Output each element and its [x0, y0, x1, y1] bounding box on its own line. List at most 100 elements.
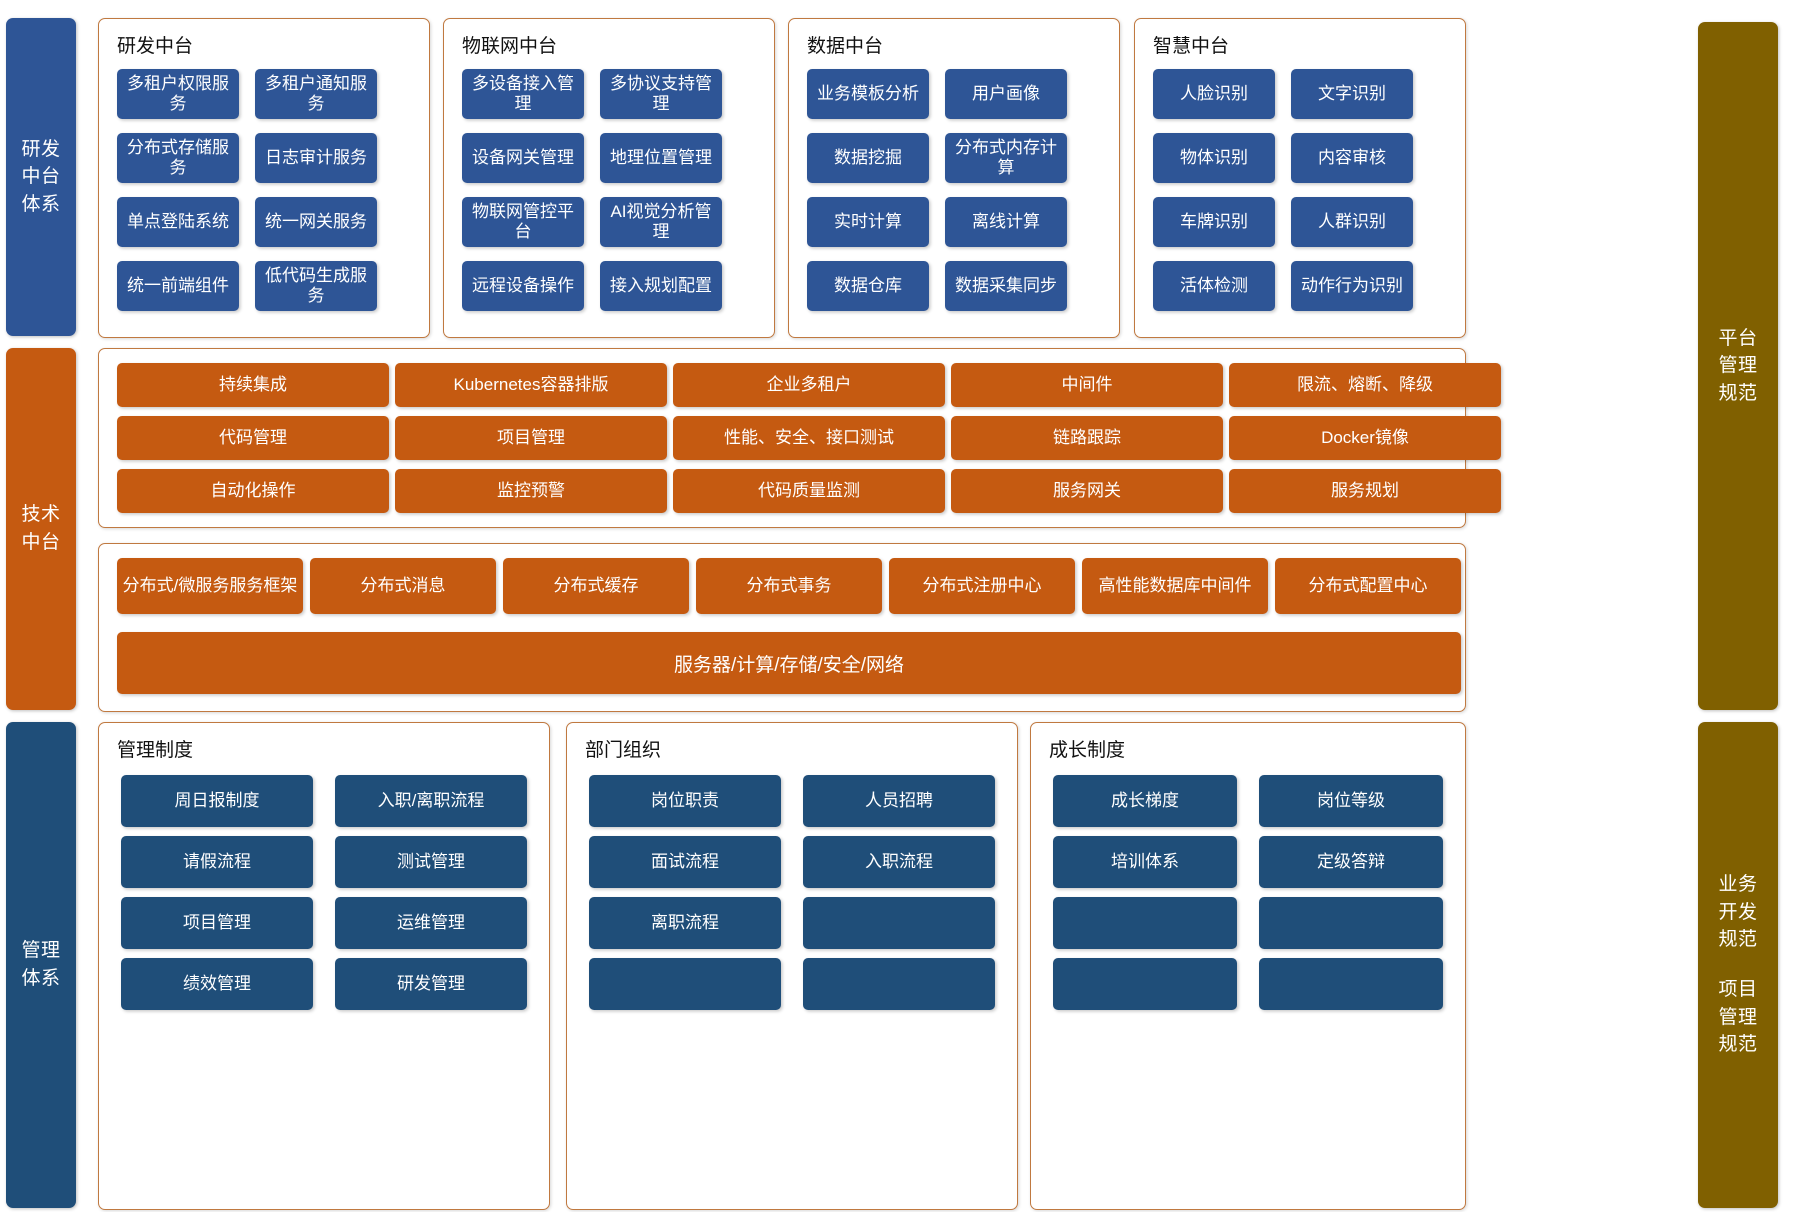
panel-mgmt-system-chip-label-2: 请假流程 — [183, 851, 251, 871]
chip-panel-growth-system-3[interactable]: 定级答辩 — [1259, 836, 1443, 888]
panel-data-mid-chip-label-5: 离线计算 — [972, 211, 1040, 231]
chip-panel-rd-mid-3[interactable]: 日志审计服务 — [255, 133, 377, 183]
distributed-label-3: 分布式事务 — [746, 575, 832, 595]
chip-panel-data-mid-6[interactable]: 数据仓库 — [807, 261, 929, 311]
chip-panel-mgmt-system-4[interactable]: 项目管理 — [121, 897, 313, 949]
chip-panel-rd-mid-5[interactable]: 统一网关服务 — [255, 197, 377, 247]
chip-panel-ai-mid-7[interactable]: 动作行为识别 — [1291, 261, 1413, 311]
chip-panel-data-mid-7[interactable]: 数据采集同步 — [945, 261, 1067, 311]
chip-tech-6[interactable]: 项目管理 — [395, 416, 667, 460]
chip-tech-13[interactable]: 服务网关 — [951, 469, 1223, 513]
chip-distributed-3[interactable]: 分布式事务 — [696, 558, 882, 614]
chip-panel-data-mid-0[interactable]: 业务模板分析 — [807, 69, 929, 119]
chip-panel-mgmt-system-6[interactable]: 绩效管理 — [121, 958, 313, 1010]
chip-panel-dept-org-2[interactable]: 面试流程 — [589, 836, 781, 888]
chip-panel-growth-system-4[interactable] — [1053, 897, 1237, 949]
chip-tech-7[interactable]: 性能、安全、接口测试 — [673, 416, 945, 460]
chip-panel-mgmt-system-1[interactable]: 入职/离职流程 — [335, 775, 527, 827]
chip-panel-growth-system-6[interactable] — [1053, 958, 1237, 1010]
chip-panel-dept-org-3[interactable]: 入职流程 — [803, 836, 995, 888]
chip-panel-data-mid-5[interactable]: 离线计算 — [945, 197, 1067, 247]
chip-panel-mgmt-system-2[interactable]: 请假流程 — [121, 836, 313, 888]
chip-panel-data-mid-1[interactable]: 用户画像 — [945, 69, 1067, 119]
chip-panel-iot-mid-5[interactable]: AI视觉分析管理 — [600, 197, 722, 247]
tech-chip-label-14: 服务规划 — [1331, 480, 1399, 500]
panel-iot-mid-chip-label-3: 地理位置管理 — [610, 147, 712, 167]
chip-panel-dept-org-5[interactable] — [803, 897, 995, 949]
chip-panel-mgmt-system-0[interactable]: 周日报制度 — [121, 775, 313, 827]
chip-panel-growth-system-0[interactable]: 成长梯度 — [1053, 775, 1237, 827]
tech-chip-label-9: Docker镜像 — [1321, 427, 1409, 447]
chip-panel-ai-mid-1[interactable]: 文字识别 — [1291, 69, 1413, 119]
chip-panel-growth-system-1[interactable]: 岗位等级 — [1259, 775, 1443, 827]
panel-growth-system: 成长制度成长梯度岗位等级培训体系定级答辩 — [1030, 722, 1466, 1210]
chip-tech-10[interactable]: 自动化操作 — [117, 469, 389, 513]
chip-tech-0[interactable]: 持续集成 — [117, 363, 389, 407]
panel-iot-mid-title: 物联网中台 — [462, 36, 558, 57]
panel-ai-mid-chip-label-7: 动作行为识别 — [1301, 275, 1403, 295]
chip-panel-rd-mid-2[interactable]: 分布式存储服务 — [117, 133, 239, 183]
chip-panel-iot-mid-3[interactable]: 地理位置管理 — [600, 133, 722, 183]
chip-panel-data-mid-2[interactable]: 数据挖掘 — [807, 133, 929, 183]
chip-panel-data-mid-3[interactable]: 分布式内存计算 — [945, 133, 1067, 183]
chip-panel-dept-org-7[interactable] — [803, 958, 995, 1010]
chip-tech-1[interactable]: Kubernetes容器排版 — [395, 363, 667, 407]
tech-chip-label-10: 自动化操作 — [210, 480, 296, 500]
panel-mgmt-system-chip-label-5: 运维管理 — [397, 912, 465, 932]
chip-distributed-6[interactable]: 分布式配置中心 — [1275, 558, 1461, 614]
chip-panel-rd-mid-0[interactable]: 多租户权限服务 — [117, 69, 239, 119]
panel-dept-org-chip-label-1: 人员招聘 — [865, 790, 933, 810]
chip-panel-growth-system-7[interactable] — [1259, 958, 1443, 1010]
chip-panel-ai-mid-3[interactable]: 内容审核 — [1291, 133, 1413, 183]
chip-distributed-1[interactable]: 分布式消息 — [310, 558, 496, 614]
chip-panel-rd-mid-6[interactable]: 统一前端组件 — [117, 261, 239, 311]
panel-dept-org: 部门组织岗位职责人员招聘面试流程入职流程离职流程 — [566, 722, 1018, 1210]
panel-mgmt-system-chip-label-4: 项目管理 — [183, 912, 251, 932]
chip-panel-iot-mid-4[interactable]: 物联网管控平台 — [462, 197, 584, 247]
chip-tech-11[interactable]: 监控预警 — [395, 469, 667, 513]
chip-distributed-5[interactable]: 高性能数据库中间件 — [1082, 558, 1268, 614]
chip-panel-iot-mid-2[interactable]: 设备网关管理 — [462, 133, 584, 183]
panel-data-mid-chip-label-2: 数据挖掘 — [834, 147, 902, 167]
chip-panel-dept-org-0[interactable]: 岗位职责 — [589, 775, 781, 827]
chip-panel-dept-org-1[interactable]: 人员招聘 — [803, 775, 995, 827]
chip-distributed-0[interactable]: 分布式/微服务服务框架 — [117, 558, 303, 614]
chip-panel-mgmt-system-3[interactable]: 测试管理 — [335, 836, 527, 888]
chip-tech-9[interactable]: Docker镜像 — [1229, 416, 1501, 460]
chip-panel-ai-mid-2[interactable]: 物体识别 — [1153, 133, 1275, 183]
chip-panel-mgmt-system-7[interactable]: 研发管理 — [335, 958, 527, 1010]
panel-iot-mid-chip-label-5: AI视觉分析管理 — [610, 201, 712, 241]
panel-growth-system-chip-label-3: 定级答辩 — [1317, 851, 1385, 871]
chip-distributed-2[interactable]: 分布式缓存 — [503, 558, 689, 614]
chip-panel-iot-mid-6[interactable]: 远程设备操作 — [462, 261, 584, 311]
chip-panel-iot-mid-7[interactable]: 接入规划配置 — [600, 261, 722, 311]
chip-panel-dept-org-4[interactable]: 离职流程 — [589, 897, 781, 949]
chip-panel-ai-mid-4[interactable]: 车牌识别 — [1153, 197, 1275, 247]
chip-panel-rd-mid-1[interactable]: 多租户通知服务 — [255, 69, 377, 119]
chip-panel-rd-mid-7[interactable]: 低代码生成服务 — [255, 261, 377, 311]
panel-infra: 分布式/微服务服务框架分布式消息分布式缓存 分布式事务 分布式注册中心高性能数据库中… — [98, 543, 1466, 712]
chip-tech-5[interactable]: 代码管理 — [117, 416, 389, 460]
chip-panel-growth-system-2[interactable]: 培训体系 — [1053, 836, 1237, 888]
chip-tech-2[interactable]: 企业多租户 — [673, 363, 945, 407]
chip-panel-dept-org-6[interactable] — [589, 958, 781, 1010]
chip-tech-8[interactable]: 链路跟踪 — [951, 416, 1223, 460]
chip-panel-growth-system-5[interactable] — [1259, 897, 1443, 949]
chip-tech-12[interactable]: 代码质量监测 — [673, 469, 945, 513]
chip-panel-ai-mid-0[interactable]: 人脸识别 — [1153, 69, 1275, 119]
chip-panel-ai-mid-5[interactable]: 人群识别 — [1291, 197, 1413, 247]
chip-panel-data-mid-4[interactable]: 实时计算 — [807, 197, 929, 247]
panel-rd-mid-chip-label-1: 多租户通知服务 — [265, 73, 367, 113]
chip-tech-14[interactable]: 服务规划 — [1229, 469, 1501, 513]
chip-tech-4[interactable]: 限流、熔断、降级 — [1229, 363, 1501, 407]
chip-distributed-4[interactable]: 分布式注册中心 — [889, 558, 1075, 614]
chip-panel-iot-mid-1[interactable]: 多协议支持管理 — [600, 69, 722, 119]
panel-iot-mid-chip-label-7: 接入规划配置 — [610, 275, 712, 295]
chip-panel-ai-mid-6[interactable]: 活体检测 — [1153, 261, 1275, 311]
chip-panel-rd-mid-4[interactable]: 单点登陆系统 — [117, 197, 239, 247]
server-resource-bar[interactable]: 服务器/计算/存储/安全/网络 — [117, 632, 1461, 694]
chip-tech-3[interactable]: 中间件 — [951, 363, 1223, 407]
rail-dev-standard-label-0: 业务开发规范 — [1718, 874, 1758, 951]
chip-panel-mgmt-system-5[interactable]: 运维管理 — [335, 897, 527, 949]
chip-panel-iot-mid-0[interactable]: 多设备接入管理 — [462, 69, 584, 119]
